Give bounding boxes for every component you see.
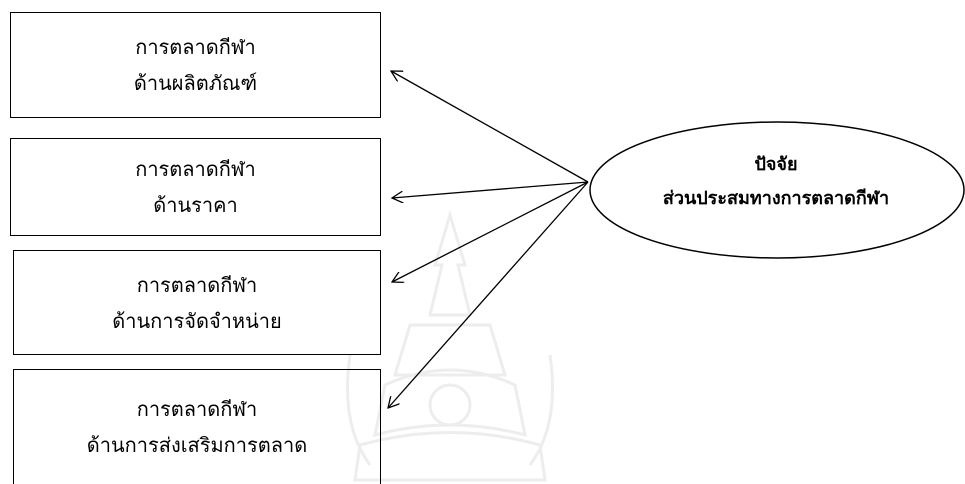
factor-subtitle: ด้านราคา bbox=[153, 193, 238, 217]
latent-ellipse bbox=[589, 121, 965, 259]
factor-box-product: การตลาดกีฬา ด้านผลิตภัณฑ์ bbox=[10, 12, 381, 118]
factor-subtitle: ด้านการจัดจำหน่าย bbox=[112, 308, 282, 333]
arrow-to-promotion bbox=[388, 181, 589, 408]
factor-box-place: การตลาดกีฬา ด้านการจัดจำหน่าย bbox=[13, 250, 381, 355]
latent-subtitle: ส่วนประสมทางการตลาดกีฬา bbox=[662, 188, 890, 209]
factor-title: การตลาดกีฬา bbox=[136, 272, 258, 297]
factor-subtitle: ด้านการส่งเสริมการตลาด bbox=[86, 433, 308, 457]
latent-label: ปัจจัย ส่วนประสมทางการตลาดกีฬา bbox=[590, 148, 962, 216]
arrow-to-place bbox=[392, 181, 589, 282]
factor-box-promotion: การตลาดกีฬา ด้านการส่งเสริมการตลาด bbox=[13, 369, 381, 484]
latent-title: ปัจจัย bbox=[754, 154, 798, 175]
arrow-to-product bbox=[391, 71, 589, 183]
factor-box-price: การตลาดกีฬา ด้านราคา bbox=[10, 138, 381, 236]
factor-subtitle: ด้านผลิตภัณฑ์ bbox=[133, 71, 258, 95]
factor-title: การตลาดกีฬา bbox=[135, 157, 256, 181]
factor-title: การตลาดกีฬา bbox=[135, 35, 256, 59]
arrow-to-price bbox=[392, 181, 589, 198]
factor-title: การตลาดกีฬา bbox=[136, 397, 258, 421]
